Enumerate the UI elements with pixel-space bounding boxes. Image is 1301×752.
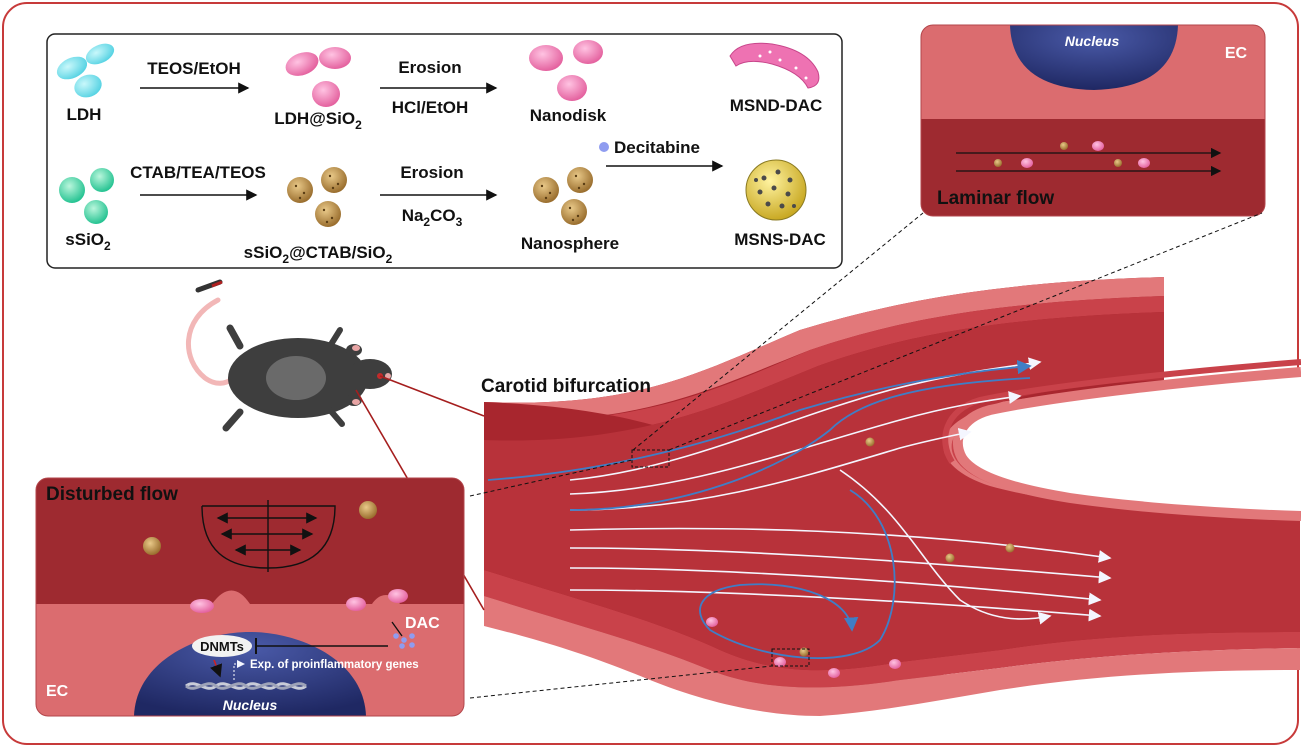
disturbed-flow-panel: Disturbed flow DAC DNMTs Exp. o bbox=[35, 477, 465, 717]
carotid-artery bbox=[484, 277, 1301, 716]
ctab-tea-teos-label: CTAB/TEA/TEOS bbox=[130, 163, 266, 182]
dnmts-label: DNMTs bbox=[200, 639, 244, 654]
dac-label: DAC bbox=[405, 615, 440, 632]
erosion-label-row2: Erosion bbox=[400, 163, 463, 182]
disturbed-ec-label: EC bbox=[46, 683, 69, 700]
branch-opening bbox=[957, 372, 1301, 516]
laminar-flow-label: Laminar flow bbox=[937, 188, 1054, 209]
nanodisk-particles bbox=[529, 40, 603, 101]
teos-etoh-label: TEOS/EtOH bbox=[147, 59, 241, 78]
nanodisk-label: Nanodisk bbox=[530, 106, 607, 125]
red-zoom-line-top bbox=[379, 375, 485, 417]
msns-dac-label: MSNS-DAC bbox=[734, 230, 826, 249]
velocity-profile bbox=[201, 500, 336, 572]
zoom-box-disturbed bbox=[771, 648, 810, 667]
laminar-nucleus-label: Nucleus bbox=[1065, 33, 1120, 49]
na2co3-label: Na2CO3 bbox=[402, 206, 463, 229]
laminar-ec-label: EC bbox=[1225, 45, 1248, 62]
zoom-box-laminar bbox=[631, 449, 670, 468]
disturbed-nucleus-label: Nucleus bbox=[223, 697, 278, 713]
nanosphere-particles bbox=[533, 167, 593, 225]
synthesis-scheme: LDH TEOS/EtOH LDH@SiO2 Erosion HCl/EtOH … bbox=[46, 33, 843, 269]
ldh-sio2-label: LDH@SiO2 bbox=[274, 109, 362, 132]
erosion-label-row1: Erosion bbox=[398, 58, 461, 77]
zoom-connectors bbox=[469, 212, 1263, 699]
laminar-flow-panel: Nucleus EC Laminar flow bbox=[920, 24, 1266, 217]
ldh-sio2-particles bbox=[285, 47, 351, 107]
ldh-label: LDH bbox=[67, 105, 102, 124]
hcl-etoh-label: HCl/EtOH bbox=[392, 98, 469, 117]
gene-expression-label: Exp. of proinflammatory genes bbox=[250, 659, 419, 671]
ssio2-ctab-particles bbox=[287, 167, 347, 227]
blue-flow-lines bbox=[487, 359, 1032, 660]
msnd-dac-particle bbox=[729, 42, 820, 89]
dac-molecules bbox=[393, 633, 415, 649]
msns-dac-particle bbox=[745, 159, 807, 221]
disturbed-nucleus-dome bbox=[134, 632, 366, 716]
dnmts-bubble bbox=[192, 635, 252, 657]
msnd-dac-label: MSND-DAC bbox=[730, 96, 823, 115]
carotid-bifurcation-label: Carotid bifurcation bbox=[481, 376, 651, 397]
nucleus-dome bbox=[1010, 25, 1178, 90]
ssio2-particles bbox=[59, 168, 114, 224]
ldh-particles bbox=[56, 43, 115, 98]
flow-streamlines bbox=[569, 357, 1112, 625]
ssio2-label: sSiO2 bbox=[65, 230, 111, 253]
nanosphere-label: Nanosphere bbox=[521, 234, 619, 253]
disturbed-flow-label: Disturbed flow bbox=[46, 484, 178, 505]
decitabine-label: Decitabine bbox=[614, 138, 700, 157]
mouse-illustration bbox=[185, 279, 392, 432]
decitabine-dot-icon bbox=[599, 142, 609, 152]
ssio2-ctab-sio2-label: sSiO2@CTAB/SiO2 bbox=[244, 243, 393, 266]
